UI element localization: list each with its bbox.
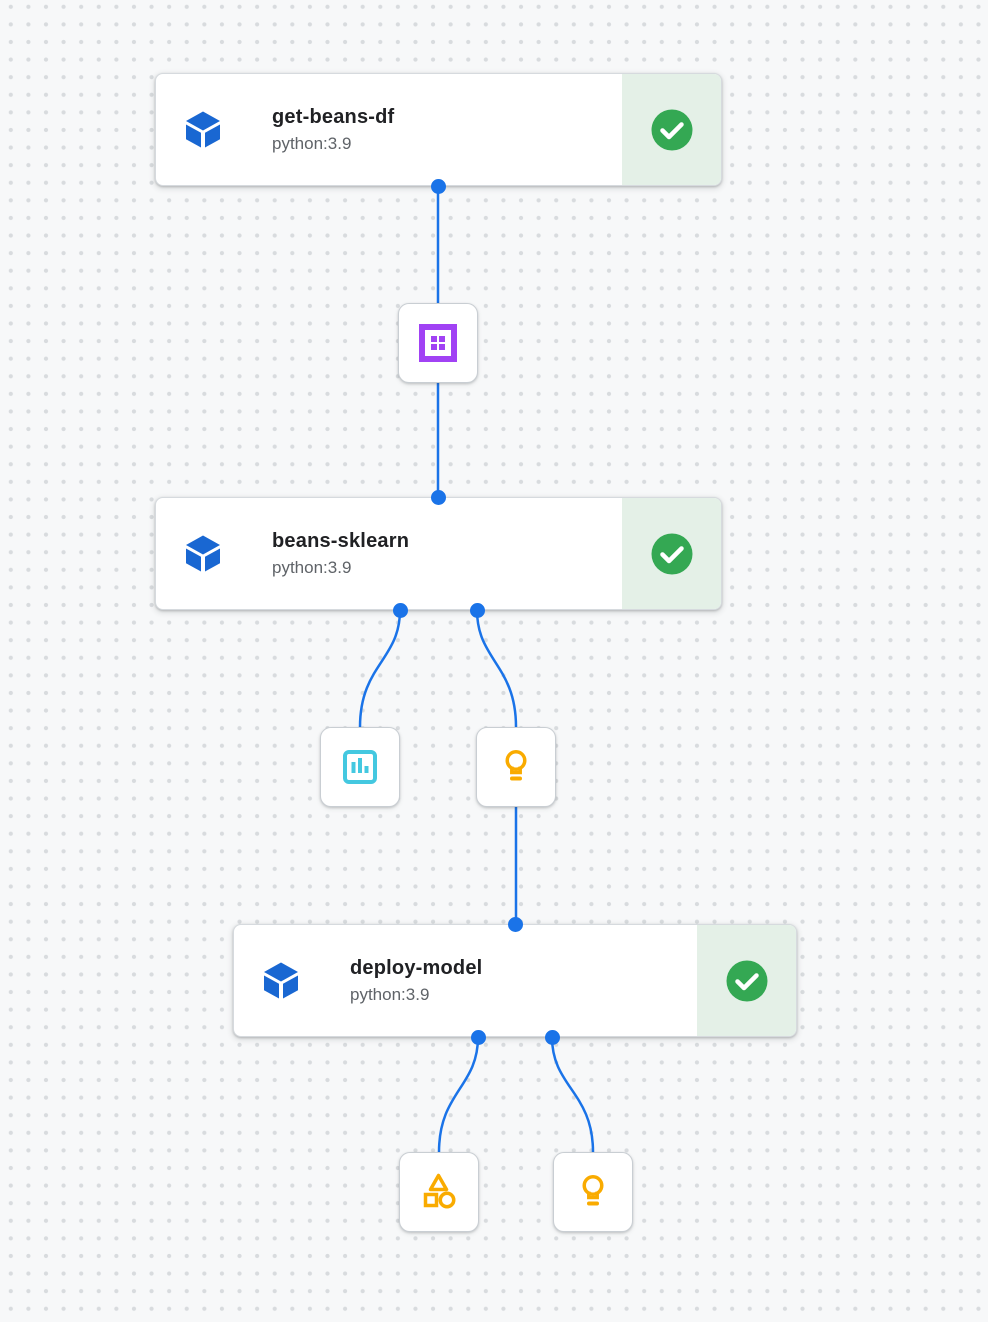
artifact-node-metrics[interactable] bbox=[320, 727, 400, 807]
step-body: get-beans-df python:3.9 bbox=[156, 74, 622, 185]
step-subtitle: python:3.9 bbox=[350, 984, 430, 1004]
component-cube-icon bbox=[182, 533, 224, 575]
step-info: beans-sklearn python:3.9 bbox=[272, 530, 409, 578]
step-subtitle: python:3.9 bbox=[272, 557, 352, 577]
step-info: deploy-model python:3.9 bbox=[350, 957, 482, 1005]
check-circle-icon bbox=[651, 109, 693, 151]
shapes-artifact-icon bbox=[417, 1170, 461, 1214]
artifact-node-shapes[interactable] bbox=[399, 1152, 479, 1232]
connector-dot bbox=[392, 602, 408, 618]
step-title: deploy-model bbox=[350, 956, 483, 979]
component-cube-icon bbox=[182, 109, 224, 151]
model-icon bbox=[494, 745, 538, 789]
connector-dot bbox=[470, 1029, 486, 1045]
metrics-icon bbox=[338, 745, 382, 789]
connector-dot bbox=[469, 602, 485, 618]
status-section bbox=[622, 498, 721, 609]
connector-dot bbox=[507, 916, 523, 932]
connector-dot bbox=[430, 489, 446, 505]
step-node-get-beans-df[interactable]: get-beans-df python:3.9 bbox=[155, 73, 722, 186]
step-title: beans-sklearn bbox=[272, 529, 410, 552]
component-cube-icon bbox=[260, 960, 302, 1002]
connector-dot bbox=[544, 1029, 560, 1045]
step-title: get-beans-df bbox=[272, 105, 395, 128]
step-body: deploy-model python:3.9 bbox=[234, 925, 697, 1036]
dataset-icon bbox=[416, 321, 460, 365]
artifact-node-model-2[interactable] bbox=[553, 1152, 633, 1232]
edge-step3-to-shapes bbox=[437, 1036, 480, 1153]
step-node-deploy-model[interactable]: deploy-model python:3.9 bbox=[233, 924, 797, 1037]
status-section bbox=[697, 925, 796, 1036]
step-subtitle: python:3.9 bbox=[272, 133, 352, 153]
edge-step3-to-model2 bbox=[550, 1036, 595, 1153]
check-circle-icon bbox=[651, 533, 693, 575]
connector-dot bbox=[430, 178, 446, 194]
artifact-node-model[interactable] bbox=[476, 727, 556, 807]
model-icon bbox=[571, 1170, 615, 1214]
edge-step2-to-model bbox=[475, 609, 518, 728]
check-circle-icon bbox=[726, 960, 768, 1002]
step-info: get-beans-df python:3.9 bbox=[272, 106, 394, 154]
edge-step2-to-metrics bbox=[358, 609, 402, 728]
status-section bbox=[622, 74, 721, 185]
step-body: beans-sklearn python:3.9 bbox=[156, 498, 622, 609]
artifact-node-dataset[interactable] bbox=[398, 303, 478, 383]
step-node-beans-sklearn[interactable]: beans-sklearn python:3.9 bbox=[155, 497, 722, 610]
